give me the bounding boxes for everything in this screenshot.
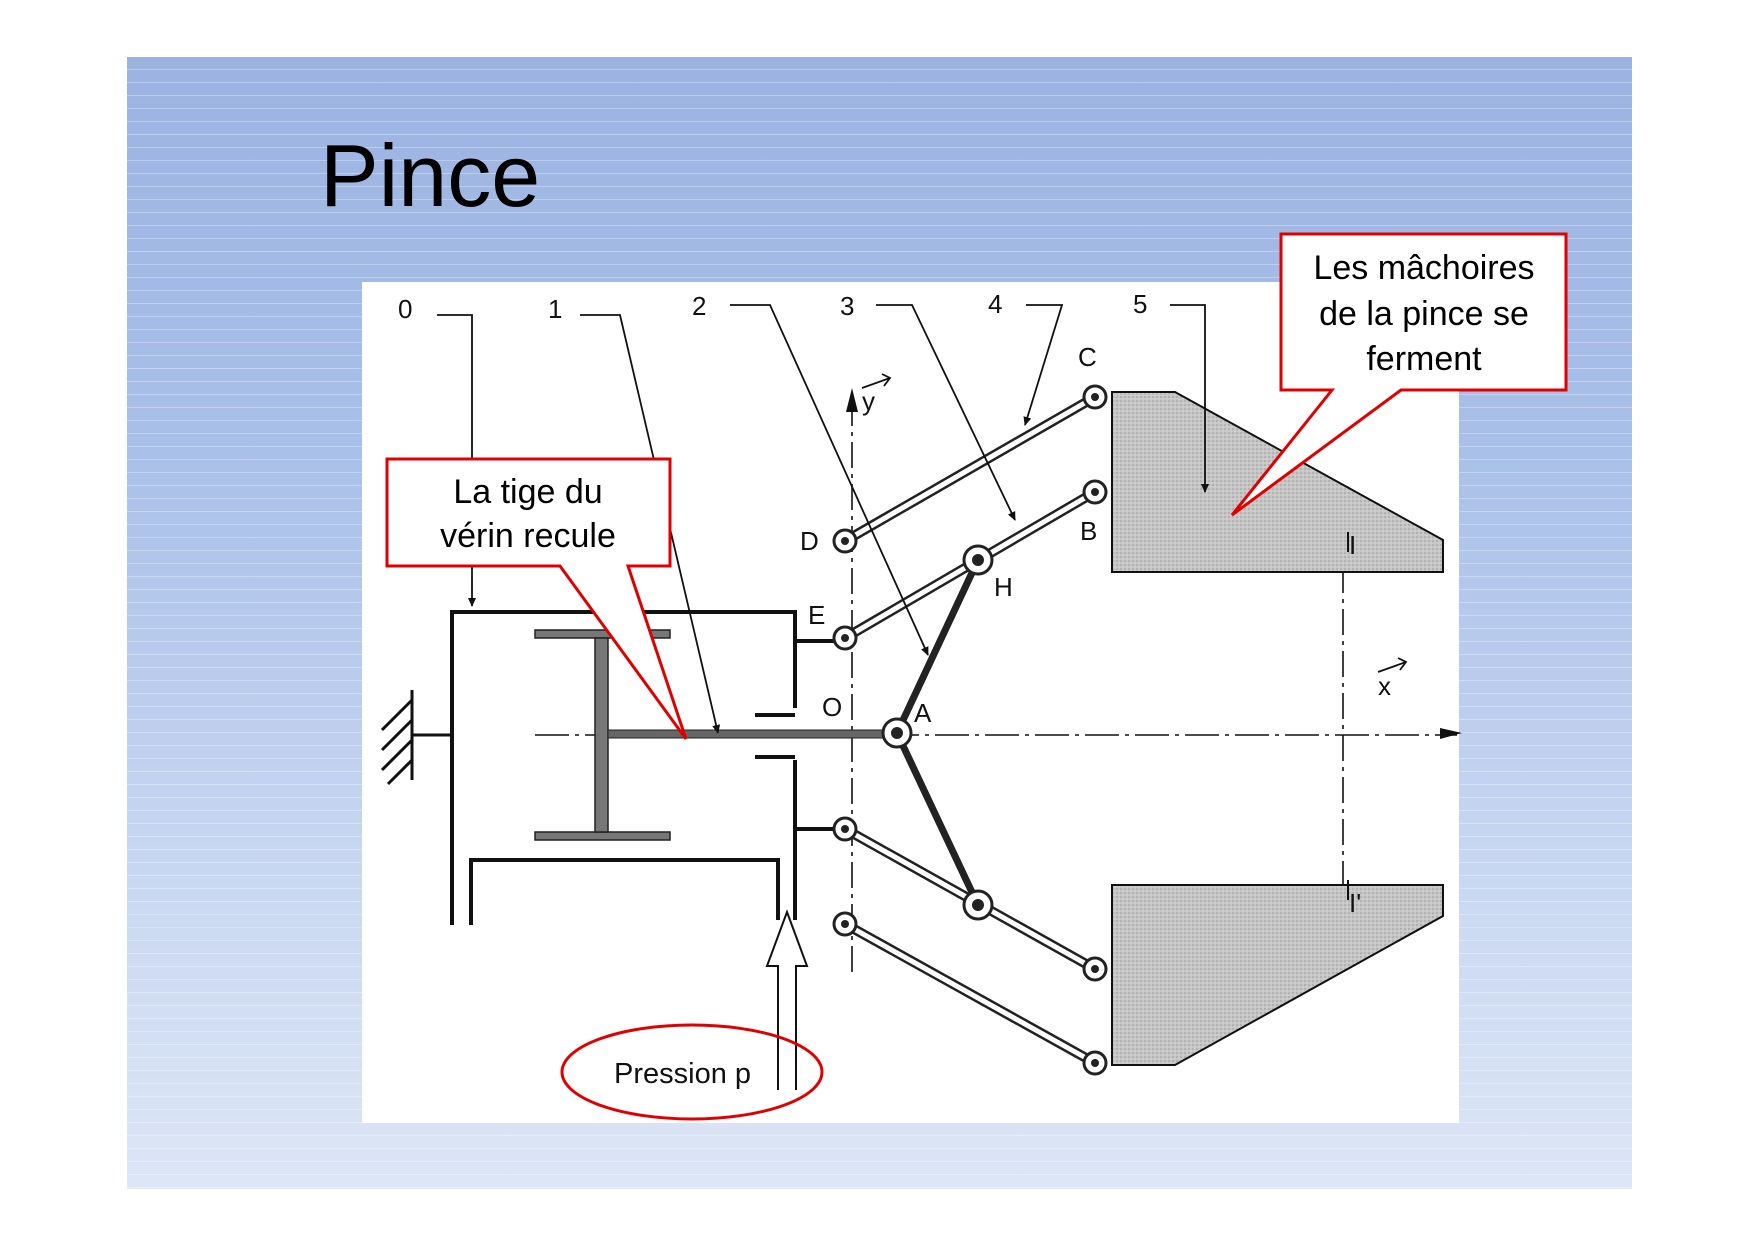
rod-AH (893, 556, 982, 737)
piston (534, 629, 671, 841)
connecting-rods (893, 556, 982, 909)
pressure-label: Pression p (614, 1058, 751, 1090)
rod-A-lower (893, 729, 982, 909)
joint-centers (841, 393, 1099, 1067)
point-label-I-prime: I' (1349, 888, 1361, 918)
point-label-B: B (1080, 516, 1097, 546)
slide-title: Pince (320, 126, 541, 225)
leader-3 (876, 304, 1016, 521)
x-axis-label: x (1378, 671, 1391, 701)
part-label-5: 5 (1133, 289, 1147, 319)
joints (832, 384, 1108, 1076)
part-label-0: 0 (398, 294, 412, 324)
piston-rod (607, 729, 899, 739)
y-axis-label: y (862, 386, 875, 416)
y-axis-arrowhead (846, 388, 858, 412)
part-label-3: 3 (840, 291, 854, 321)
leader-4 (1023, 304, 1064, 426)
point-label-A: A (914, 698, 932, 728)
leader-5 (1170, 304, 1209, 493)
pressure-ellipse (560, 1023, 824, 1121)
leader-1 (580, 314, 721, 734)
part-label-4: 4 (988, 289, 1002, 319)
callout-jaws-box (1230, 232, 1568, 517)
pressure-arrow-icon (765, 909, 809, 1090)
callout-rod-line-1: La tige du (453, 473, 602, 511)
point-label-D: D (800, 526, 819, 556)
lower-jaw (1111, 884, 1444, 1066)
leader-lines (437, 304, 1209, 734)
y-axis-vector-arrow-icon (861, 373, 892, 389)
callout-jaws-line-3: ferment (1366, 340, 1482, 378)
callout-jaws-line-2: de la pince se (1319, 295, 1529, 333)
part-label-1: 1 (548, 294, 562, 324)
callout-rod-line-2: vérin recule (440, 517, 616, 555)
ground-symbol (380, 690, 452, 786)
point-label-C: C (1078, 342, 1097, 372)
part-label-2: 2 (692, 291, 706, 321)
leader-2 (730, 304, 929, 656)
x-axis-arrowhead (1440, 728, 1462, 739)
point-label-I: I (1349, 530, 1356, 560)
point-label-H: H (994, 572, 1013, 602)
x-axis-vector-arrow-icon (1377, 657, 1408, 673)
callout-jaws-line-1: Les mâchoires (1313, 249, 1534, 287)
point-label-E: E (808, 600, 825, 630)
point-label-O: O (822, 692, 842, 722)
callout-rod-box (385, 457, 688, 740)
